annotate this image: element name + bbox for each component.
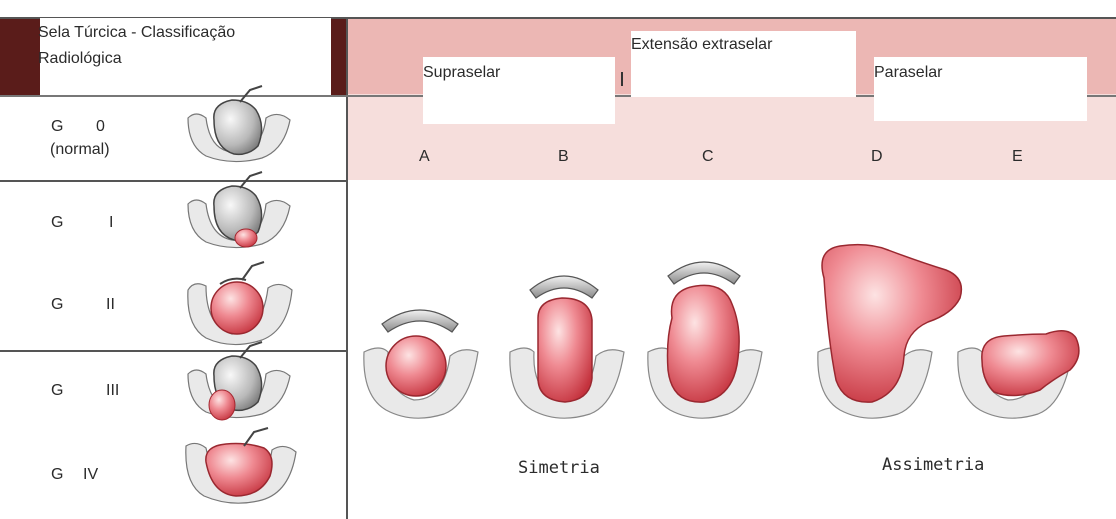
sella-g2-icon	[188, 262, 292, 345]
sella-g0-icon	[188, 86, 290, 162]
sella-g3-icon	[188, 342, 290, 420]
extension-d-illustration	[818, 245, 962, 418]
sella-g1-icon	[188, 172, 290, 248]
extension-c-illustration	[648, 262, 762, 418]
extension-b-illustration	[510, 276, 624, 418]
sella-g4-icon	[186, 428, 296, 503]
extension-e-illustration	[958, 331, 1079, 418]
extension-a-illustration	[364, 310, 478, 418]
